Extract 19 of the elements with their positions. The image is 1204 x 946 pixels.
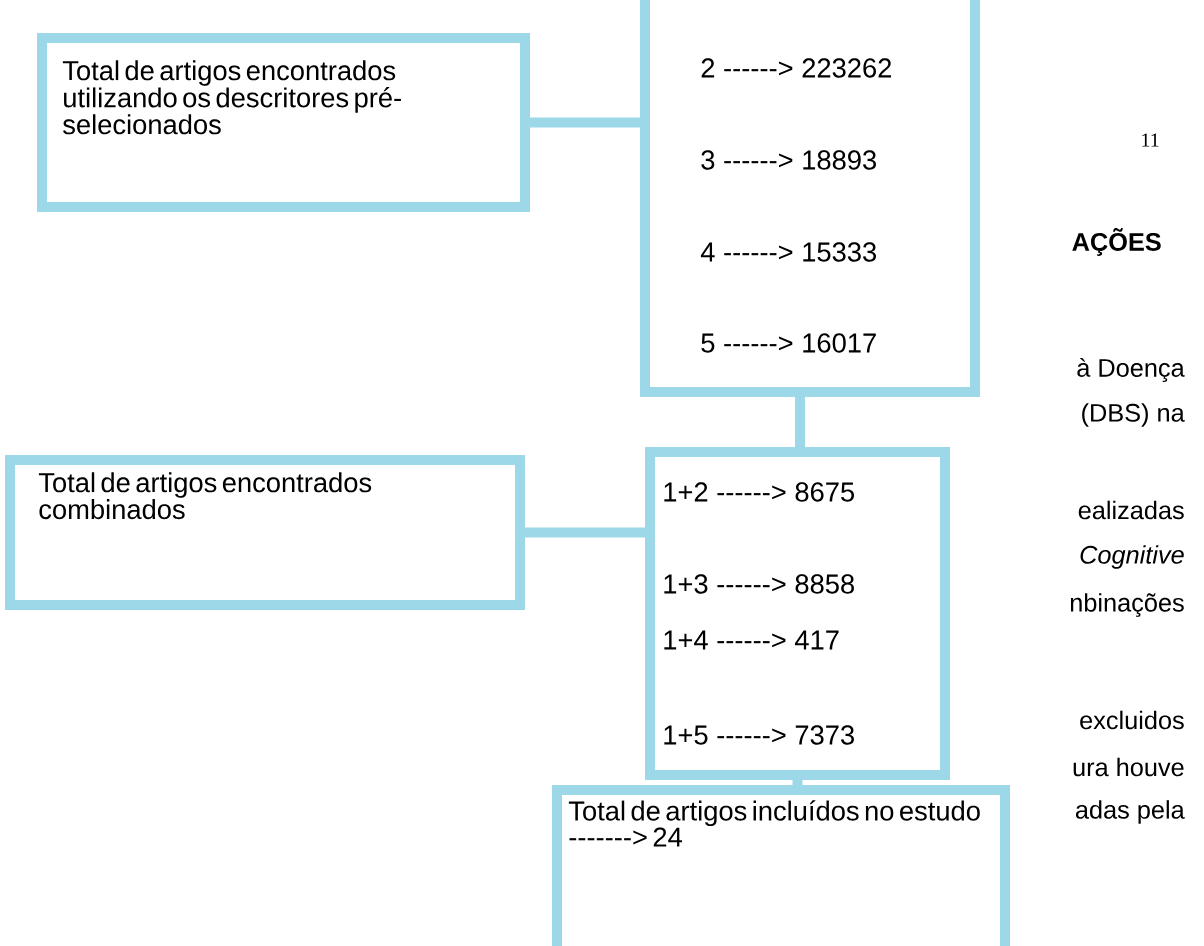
text-box: 2 ------> 223262 3 ------> 18893 4 ------> 15333 5 ------> 16017 bbox=[640, 0, 980, 397]
heading-fragment: AÇÕES bbox=[1072, 228, 1161, 256]
text-fragment: nbinações bbox=[1070, 593, 1184, 617]
text-fragment: adas pela bbox=[1075, 800, 1185, 824]
text-box: Total de artigos incluídos no estudo -------> 24 bbox=[552, 785, 1010, 946]
text-fragment: Cognitive bbox=[1080, 545, 1184, 569]
text-fragment: excluidos bbox=[1080, 710, 1184, 730]
text-fragment: ura houve bbox=[1073, 757, 1184, 777]
connector-line bbox=[795, 397, 805, 447]
connector-line bbox=[525, 527, 645, 538]
text-box: Total de artigos encontrados combinados bbox=[5, 455, 525, 610]
connector-line bbox=[530, 117, 640, 128]
connector-line bbox=[792, 780, 803, 785]
text-fragment: ealizadas bbox=[1078, 500, 1184, 520]
text-fragment: (DBS) na bbox=[1082, 403, 1185, 427]
page-number: 11 bbox=[1142, 133, 1159, 147]
text-box: Total de artigos encontrados utilizando os descritores pré-selecionados bbox=[37, 33, 530, 212]
text-box: 1+2 ------> 8675 1+3 ------> 8858 1+4 ------> 417 1+5 ------> 7373 bbox=[645, 447, 950, 780]
text-fragment: à Doença bbox=[1077, 358, 1185, 382]
